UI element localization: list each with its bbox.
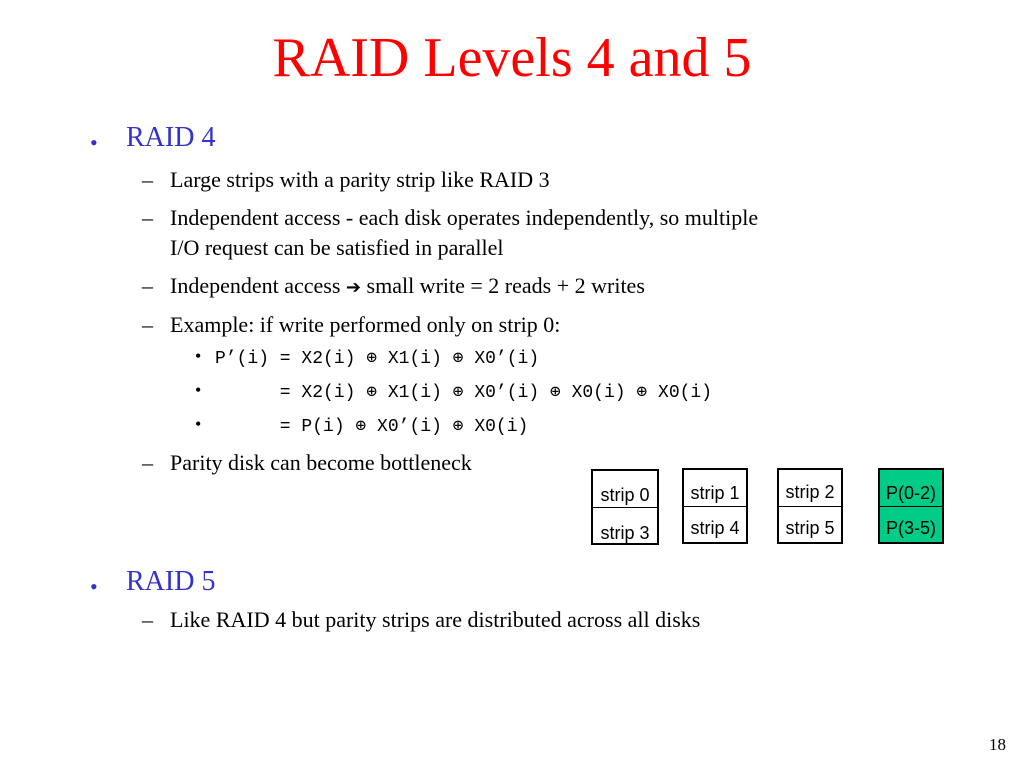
- strip-divider: [591, 507, 659, 508]
- raid4-item-2-line1: Independent access - each disk operates …: [170, 205, 759, 230]
- raid4-item-4: Example: if write performed only on stri…: [170, 312, 561, 337]
- page-number: 18: [989, 735, 1006, 754]
- dash-bullet: –: [142, 607, 153, 632]
- raid5-heading: RAID 5: [126, 566, 216, 597]
- dash-bullet: –: [142, 450, 153, 475]
- formula-3: = P(i) ⊕ X0’(i) ⊕ X0(i): [215, 417, 529, 437]
- raid4-item-2-line2: I/O request can be satisfied in parallel: [170, 235, 504, 260]
- disk-0-bottom-strip: strip 3: [600, 522, 650, 543]
- strip-divider: [878, 506, 944, 507]
- raid4-item-3-part2: small write = 2 reads + 2 writes: [366, 273, 645, 298]
- disk-2-top-strip: strip 2: [785, 481, 835, 502]
- disk-1-bottom-strip: strip 4: [690, 517, 740, 538]
- dash-bullet: –: [142, 312, 153, 337]
- raid4-heading: RAID 4: [126, 122, 216, 153]
- right-arrow-icon: ➔: [345, 277, 362, 298]
- raid4-item-5: Parity disk can become bottleneck: [170, 450, 472, 475]
- disk-2-bottom-strip: strip 5: [785, 517, 835, 538]
- parity-top-strip: P(0-2): [885, 482, 936, 503]
- slide-title: RAID Levels 4 and 5: [272, 27, 752, 89]
- dash-bullet: –: [142, 273, 153, 298]
- raid4-item-3-part1: Independent access: [170, 273, 341, 298]
- dash-bullet: –: [142, 205, 153, 230]
- small-bullet: •: [195, 414, 202, 434]
- raid5-item-1: Like RAID 4 but parity strips are distri…: [170, 607, 701, 632]
- disk-0-top-strip: strip 0: [600, 484, 650, 505]
- disk-1-top-strip: strip 1: [690, 482, 740, 503]
- bullet-dot: •: [90, 574, 98, 599]
- bullet-dot: •: [90, 130, 98, 155]
- raid4-item-3: Independent access ➔ small write = 2 rea…: [170, 273, 645, 299]
- strip-divider: [682, 506, 748, 507]
- formula-2: = X2(i) ⊕ X1(i) ⊕ X0’(i) ⊕ X0(i) ⊕ X0(i): [215, 383, 713, 403]
- small-bullet: •: [195, 346, 202, 366]
- raid4-item-1: Large strips with a parity strip like RA…: [170, 167, 550, 192]
- strip-divider: [777, 506, 843, 507]
- formula-1: P’(i) = X2(i) ⊕ X1(i) ⊕ X0’(i): [215, 349, 540, 369]
- dash-bullet: –: [142, 167, 153, 192]
- small-bullet: •: [195, 380, 202, 400]
- parity-bottom-strip: P(3-5): [885, 517, 936, 538]
